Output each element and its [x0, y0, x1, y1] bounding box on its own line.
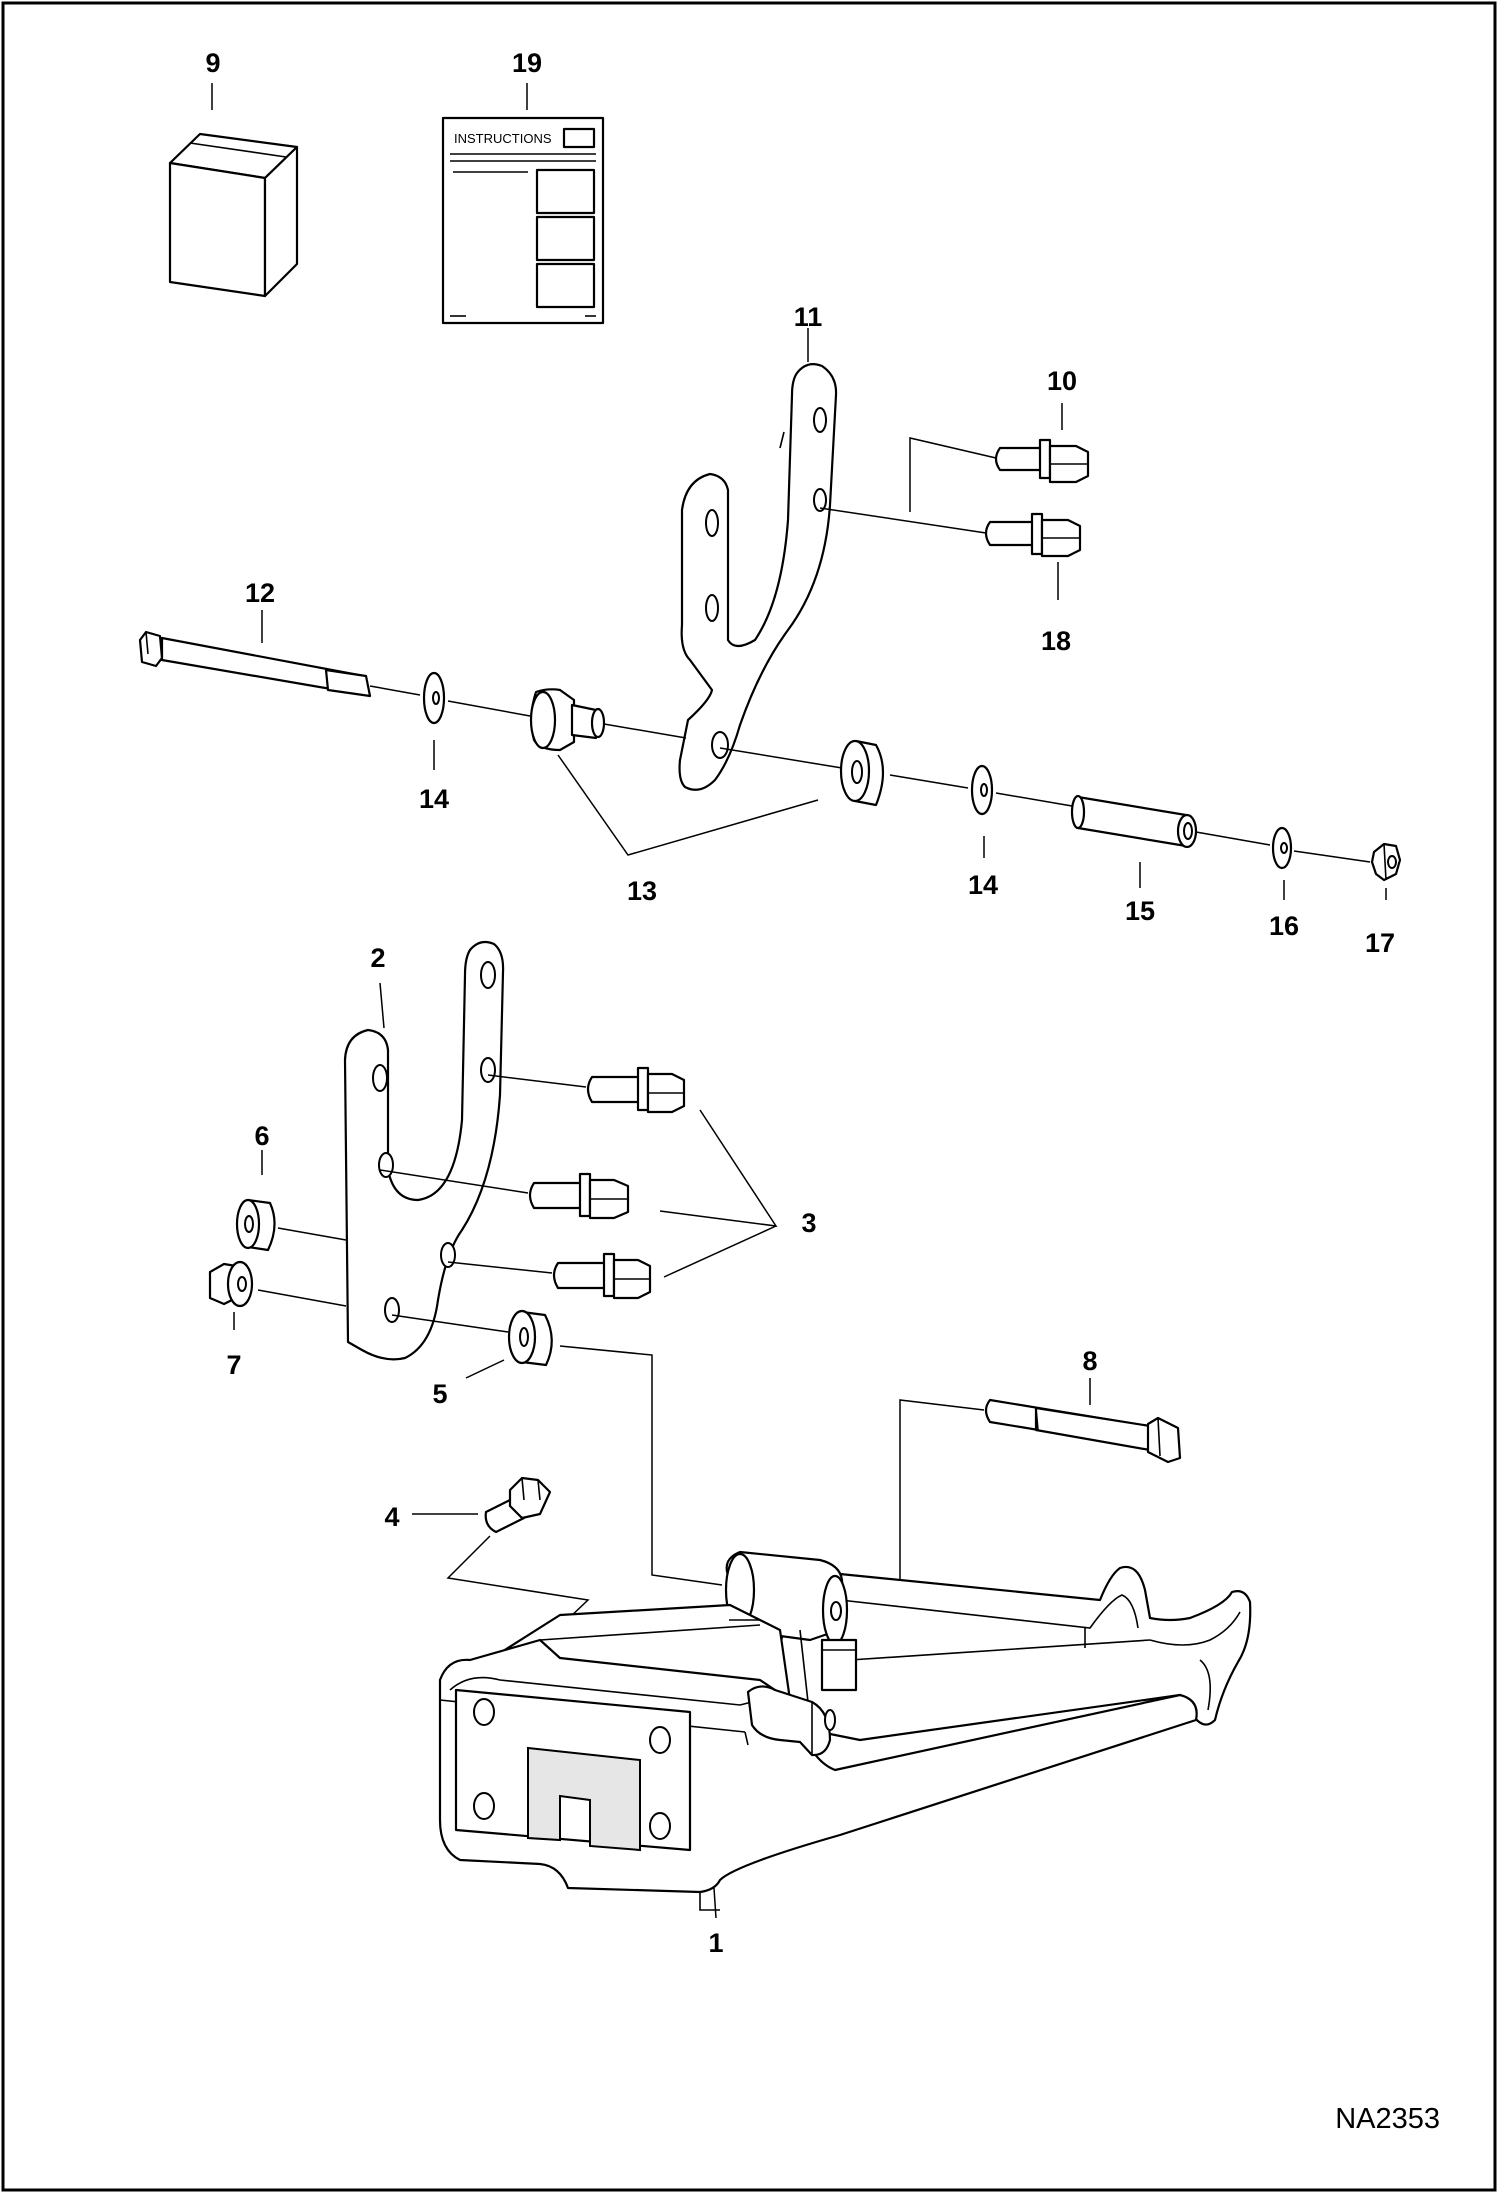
part-16-washer: [1271, 826, 1293, 870]
callout-14b: 14: [968, 870, 998, 900]
callout-15: 15: [1125, 896, 1155, 926]
callout-18: 18: [1041, 626, 1071, 656]
bolt-18-alignment: [819, 507, 987, 534]
part-18-flange-bolt: [984, 512, 1082, 558]
callout-5: 5: [432, 1379, 447, 1409]
axis-16-17: [1293, 850, 1371, 863]
leader-1: [713, 1887, 717, 1919]
callout-13: 13: [627, 876, 657, 906]
part-5-spacer: [507, 1309, 553, 1367]
callout-6: 6: [254, 1121, 269, 1151]
axis-13-14: [889, 774, 969, 789]
axis-3-mid: [379, 1169, 529, 1194]
axis-14-15: [995, 792, 1073, 807]
callout-10: 10: [1047, 366, 1077, 396]
axis-6: [277, 1227, 347, 1241]
callout-17: 17: [1365, 928, 1395, 958]
callout-3: 3: [801, 1208, 816, 1238]
part-1-frame: [438, 1550, 1252, 1911]
axis-12-14: [369, 685, 421, 696]
callout-1: 1: [708, 1928, 723, 1958]
part-14-washer-right: [970, 764, 994, 816]
part-17-flange-nut: [1370, 842, 1402, 882]
part-12-long-bolt: [138, 630, 372, 698]
axis-3-bot: [447, 1261, 553, 1274]
callout-19: 19: [512, 48, 542, 78]
part-13-bushing: [839, 739, 885, 807]
part-14-washer-left: [422, 671, 446, 725]
part-6-spacer: [235, 1198, 276, 1252]
axis-5-to-frame: [559, 1345, 723, 1586]
part-11-bracket: [678, 363, 838, 791]
part-19-instructions: INSTRUCTIONS: [441, 116, 605, 325]
part-15-spacer: [1070, 794, 1198, 849]
part-3-bolt-top: [586, 1066, 686, 1114]
part-8-long-bolt: [984, 1398, 1182, 1464]
callout-14a: 14: [419, 784, 449, 814]
part-3-bolt-middle: [528, 1172, 630, 1220]
axis-14-13: [447, 700, 531, 717]
callout-4: 4: [384, 1502, 399, 1532]
axis-15-16: [1195, 831, 1271, 846]
part-2-bracket: [343, 940, 505, 1361]
callout-16: 16: [1269, 911, 1299, 941]
part-3-bolt-bottom: [552, 1252, 652, 1300]
bolt-10-alignment: [909, 437, 997, 512]
part-13-flanged-bushing: [529, 688, 606, 752]
instructions-title: INSTRUCTIONS: [454, 131, 552, 146]
axis-3-top: [487, 1074, 587, 1088]
part-9-box: [168, 132, 299, 298]
axis-13-11: [603, 723, 687, 739]
leader-3a: [659, 1109, 778, 1227]
leader-13: [557, 754, 819, 856]
callout-8: 8: [1082, 1346, 1097, 1376]
callout-11: 11: [794, 302, 823, 332]
axis-5: [391, 1314, 509, 1333]
part-7-flange-nut: [208, 1260, 254, 1308]
callout-12: 12: [245, 578, 275, 608]
part-4-bolt: [484, 1476, 552, 1534]
axis-7: [257, 1289, 347, 1307]
callout-7: 7: [226, 1350, 241, 1380]
axis-11-13: [719, 747, 843, 769]
leader-5: [465, 1359, 505, 1379]
part-10-flange-bolt: [994, 438, 1090, 484]
leader-3b: [663, 1225, 777, 1278]
drawing-number: NA2353: [1335, 2103, 1440, 2135]
leader-2: [379, 982, 385, 1029]
callout-2: 2: [370, 943, 385, 973]
callout-9: 9: [205, 48, 220, 78]
